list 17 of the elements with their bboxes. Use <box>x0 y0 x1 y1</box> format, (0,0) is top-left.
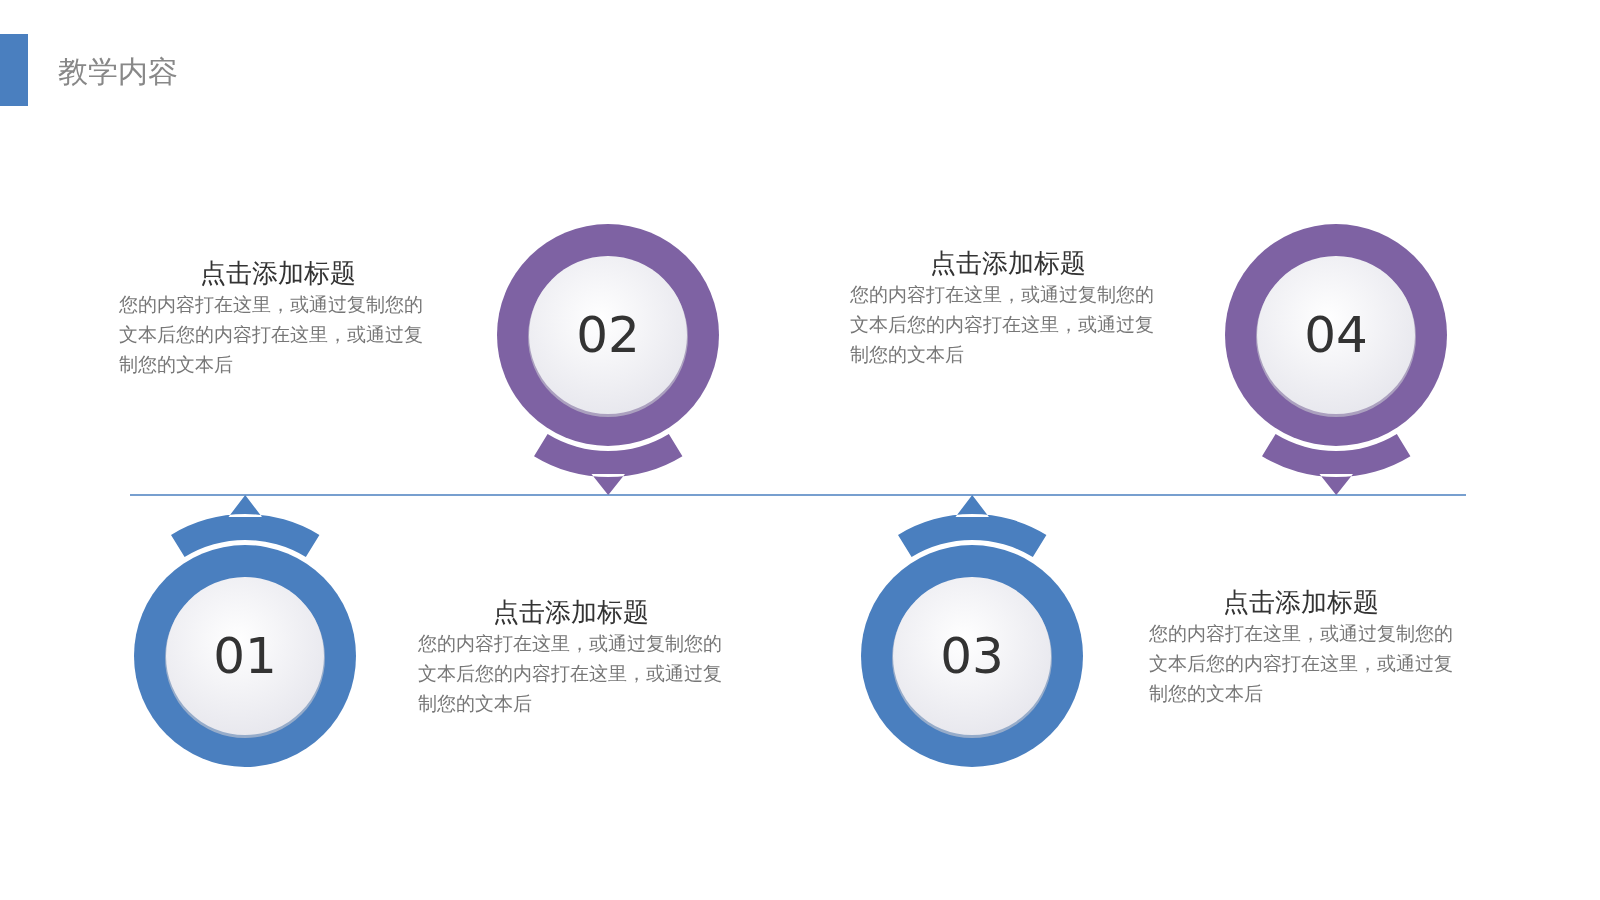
step-number: 02 <box>575 307 641 363</box>
step-number: 01 <box>212 628 278 684</box>
step-description: 您的内容打在这里，或通过复制您的文本后您的内容打在这里，或通过复制您的文本后 <box>418 631 723 716</box>
ring-marker <box>1224 223 1448 447</box>
step-description: 您的内容打在这里，或通过复制您的文本后您的内容打在这里，或通过复制您的文本后 <box>850 282 1155 367</box>
step-heading: 点击添加标题 <box>929 247 1087 279</box>
step-number: 03 <box>939 628 1005 684</box>
ring-marker <box>133 544 357 768</box>
step-description: 您的内容打在这里，或通过复制您的文本后您的内容打在这里，或通过复制您的文本后 <box>119 292 424 377</box>
slide-title: 教学内容 <box>58 53 178 91</box>
step-heading: 点击添加标题 <box>199 257 357 289</box>
step-heading: 点击添加标题 <box>1222 586 1380 618</box>
ring-marker <box>496 223 720 447</box>
ring-marker <box>860 544 1084 768</box>
step-description: 您的内容打在这里，或通过复制您的文本后您的内容打在这里，或通过复制您的文本后 <box>1149 621 1454 706</box>
step-number: 04 <box>1303 307 1369 363</box>
step-heading: 点击添加标题 <box>492 596 650 628</box>
